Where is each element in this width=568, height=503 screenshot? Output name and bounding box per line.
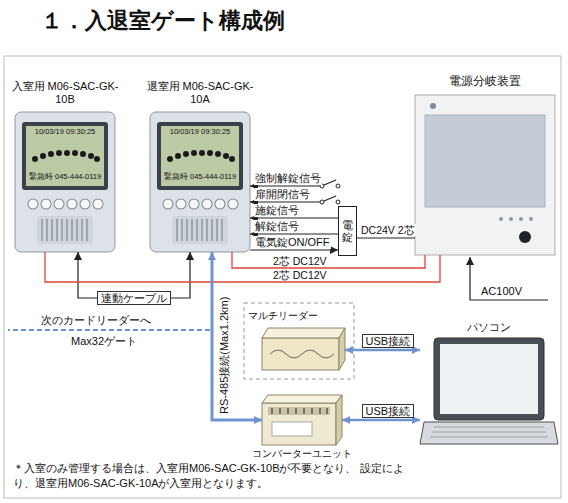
connector-label: USB接続 [362, 334, 415, 349]
footnote: ＊入室のみ管理する場合は、入室用M06-SAC-GK-10Bが不要となり、 設定… [12, 461, 414, 491]
speaker-grille [177, 219, 222, 241]
connector [357, 237, 415, 238]
bus-note: Max32ゲート [70, 335, 138, 348]
card-reader: 入室用 M06-SAC-GK-10B10/03/19 09:30:25緊急時 0… [15, 112, 115, 252]
reader-body [150, 112, 250, 252]
screen-clock: 10/03/19 09:30:25 [161, 128, 239, 137]
lcd-screen [161, 126, 239, 186]
card-reader-drawing [15, 112, 115, 252]
connector-label: RS-485接続(Max1.2km) [218, 295, 231, 414]
buttons [33, 200, 98, 209]
screen-emergency-number: 緊急時 045-444-0119 [161, 173, 239, 182]
connector-label: 施錠信号 [254, 204, 300, 217]
frame [4, 56, 561, 498]
connector [250, 249, 338, 250]
indicator-lamps [501, 217, 531, 221]
connector [345, 349, 420, 352]
laptop-pc: パソコン [420, 338, 558, 446]
reader-top [262, 328, 345, 338]
switch-contact [320, 200, 324, 204]
connector-label: 2芯 DC12V [272, 269, 328, 281]
laptop-base [420, 422, 558, 444]
signal-wire [250, 185, 320, 186]
connector-label: 電気錠ON/OFF [254, 236, 331, 249]
bus-note: 次のカードリーダーへ [40, 314, 152, 327]
connector-label: 解錠信号 [254, 220, 300, 233]
speaker-grille [42, 219, 87, 241]
device-heading: 入室用 M06-SAC-GK-10B [10, 80, 120, 105]
screen-clock: 10/03/19 09:30:25 [26, 128, 104, 137]
screen-bezel [157, 122, 243, 190]
converter-side [336, 395, 342, 445]
signal-name: 扉開閉信号 [254, 188, 311, 201]
power-unit-panel [425, 115, 545, 207]
signal-name: 強制解錠信号 [254, 172, 322, 185]
key-lock [519, 231, 531, 243]
extension-bus-line [8, 329, 210, 331]
connector-label: DC24V 2芯 [360, 224, 416, 236]
terminal-screws [272, 408, 327, 414]
connector-label: USB接続 [362, 404, 415, 419]
connector-label: 2芯 DC12V [272, 255, 328, 267]
screen-dots [35, 153, 97, 159]
screen-dots [170, 153, 232, 159]
connector [45, 252, 440, 282]
connector [232, 252, 425, 268]
switch-lever [324, 196, 336, 201]
speaker [37, 216, 93, 244]
node-label: コンバーターユニット [242, 448, 362, 460]
converter-front [262, 403, 336, 445]
keyboard-lines [430, 427, 548, 437]
connector [250, 233, 338, 234]
electric-lock-box: 電錠 [338, 206, 357, 256]
switch-lever [324, 180, 336, 185]
page-title: １．入退室ゲート構成例 [40, 8, 286, 33]
laptop-drawing [420, 338, 558, 444]
power-distribution-unit: 電源分岐装置 [415, 95, 555, 255]
buttons [168, 200, 233, 209]
reader-body [15, 112, 115, 252]
reader-pattern [270, 350, 334, 358]
screen-bezel [22, 122, 108, 190]
connector-label: 連動ケーブル [97, 291, 171, 306]
converter-unit: コンバーターユニット [262, 395, 342, 445]
mains-wire [470, 257, 548, 300]
lcd-screen [26, 126, 104, 186]
connector [212, 252, 262, 420]
laptop-lid [434, 338, 544, 420]
sticker [272, 422, 312, 436]
converter-top [262, 395, 342, 403]
reader-front [262, 338, 339, 370]
multi-reader: マルチリーダー [262, 328, 345, 370]
card-reader: 退室用 M06-SAC-GK-10A10/03/19 09:30:25緊急時 0… [150, 112, 250, 252]
signal-wire [250, 201, 320, 202]
screen-emergency-number: 緊急時 045-444-0119 [26, 173, 104, 182]
device-heading: 退室用 M06-SAC-GK-10A [145, 80, 255, 105]
speaker [172, 216, 228, 244]
terminal-block [268, 407, 330, 415]
button-rims [33, 199, 98, 210]
node-label: マルチリーダー [248, 310, 318, 322]
reader-side [339, 328, 345, 370]
supply-voltage: AC100V [480, 285, 523, 298]
converter-drawing [262, 395, 342, 445]
dashed-group-outline [244, 303, 354, 379]
node-label: パソコン [420, 321, 558, 334]
button-rims [168, 199, 233, 210]
node-label: 電錠 [342, 219, 353, 243]
switch-contact [336, 200, 340, 204]
connector [250, 217, 338, 218]
laptop-screen [440, 344, 538, 414]
node-label: 電源分岐装置 [415, 75, 555, 89]
multi-reader-drawing [262, 328, 345, 370]
power-unit-drawing [415, 95, 555, 255]
power-unit-body [415, 95, 555, 255]
logo-mark [430, 103, 436, 109]
card-reader-drawing [150, 112, 250, 252]
switch-contact [336, 184, 340, 188]
connector [342, 419, 420, 422]
